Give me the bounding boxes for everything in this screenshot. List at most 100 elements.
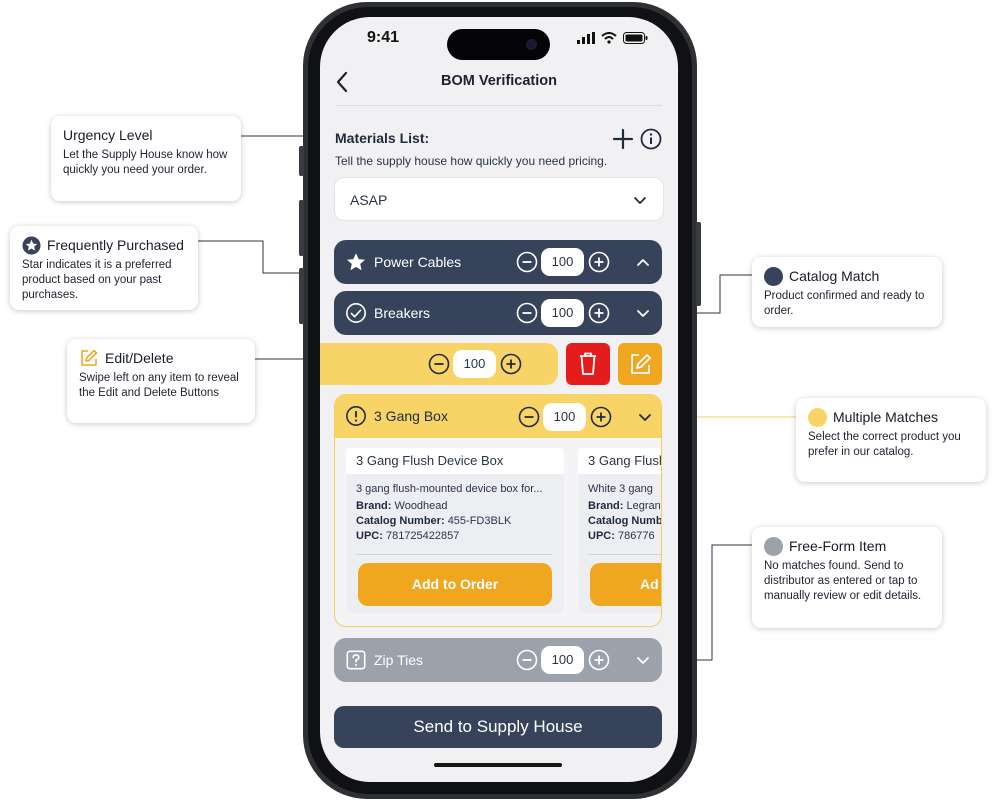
quantity-stepper: 100 [516,646,610,674]
callout-title: Edit/Delete [79,349,243,367]
chevron-down-icon[interactable] [636,306,650,320]
item-label: Zip Ties [374,652,424,668]
status-bar: 9:41 [320,17,678,65]
plus-circle-icon[interactable] [500,353,522,375]
product-name: 3 Gang Flush Device Box [346,448,564,474]
quantity-input[interactable]: 100 [543,403,586,431]
product-brand: Brand: Woodhead [356,500,448,512]
check-circle-icon [346,303,366,323]
item-row-breakers[interactable]: Breakers 100 [334,291,662,335]
navy-status-dot [764,266,783,286]
dynamic-island [447,29,550,60]
item-row-3-gang-box[interactable]: 3 Gang Box 100 [335,395,661,438]
item-row-power-cables[interactable]: Power Cables 100 [334,240,662,284]
callout-urgency-level: Urgency Level Let the Supply House know … [51,116,241,201]
callout-free-form-item: Free-Form Item No matches found. Send to… [752,527,942,628]
product-name: 3 Gang Flush [578,448,661,474]
minus-circle-icon[interactable] [428,353,450,375]
urgency-value: ASAP [350,192,388,208]
product-description: 3 gang flush-mounted device box for... [356,483,543,495]
question-square-icon [346,650,366,670]
callout-edit-delete: Edit/Delete Swipe left on any item to re… [67,339,255,423]
callout-description: No matches found. Send to distributor as… [764,560,922,602]
quantity-input[interactable]: 100 [541,248,584,276]
back-chevron-icon[interactable] [332,69,354,95]
send-to-supply-house-button[interactable]: Send to Supply House [334,706,662,748]
item-label: Breakers [374,305,431,321]
plus-circle-icon[interactable] [588,302,610,324]
phone-power-button [696,222,701,306]
quantity-stepper: 100 [518,403,612,431]
wifi-icon [601,32,617,44]
product-catalog-number: Catalog Numb [588,515,662,527]
minus-circle-icon[interactable] [516,649,538,671]
add-plus-icon[interactable] [611,127,635,151]
quantity-input[interactable]: 100 [453,350,496,378]
chevron-down-icon[interactable] [636,653,650,667]
star-icon [347,253,365,271]
minus-circle-icon[interactable] [516,302,538,324]
add-to-order-button[interactable]: Add to Order [358,563,552,606]
product-option-card[interactable]: 3 Gang Flush White 3 gang Brand: Legran … [578,448,662,614]
materials-subtitle: Tell the supply house how quickly you ne… [335,154,608,168]
callout-title: Multiple Matches [808,407,974,427]
product-description: White 3 gang [588,483,653,495]
phone-action-button [299,146,304,176]
yellow-status-dot [808,407,827,427]
divider [588,554,661,555]
phone-volume-down-button [299,268,304,324]
product-upc: UPC: 786776 [588,530,655,542]
callout-title: Free-Form Item [764,536,930,556]
callout-description: Star indicates it is a preferred product… [22,259,172,301]
callout-description: Swipe left on any item to reveal the Edi… [79,372,239,399]
status-icons [577,32,648,44]
callout-description: Product confirmed and ready to order. [764,290,925,317]
cellular-signal-icon [577,32,595,44]
quantity-input[interactable]: 100 [541,646,584,674]
callout-frequently-purchased: Frequently Purchased Star indicates it i… [10,226,198,310]
product-option-card[interactable]: 3 Gang Flush Device Box 3 gang flush-mou… [346,448,564,614]
battery-icon [623,32,648,44]
item-card-3-gang-box: 3 Gang Box 100 3 Gang Flush Device Box 3… [334,394,662,627]
home-indicator[interactable] [434,763,562,767]
callout-catalog-match: Catalog Match Product confirmed and read… [752,257,942,327]
item-row-swiped[interactable]: 100 [320,343,558,529]
minus-circle-icon[interactable] [518,406,540,428]
plus-circle-icon[interactable] [588,649,610,671]
camera-icon [526,39,537,50]
urgency-select[interactable]: ASAP [334,177,664,221]
callout-description: Let the Supply House know how quickly yo… [63,149,228,176]
gray-status-dot [764,536,783,556]
materials-list-title: Materials List: [335,130,430,146]
materials-header: Materials List: [335,127,665,151]
quantity-stepper: 100 [516,299,610,327]
edit-pencil-icon [631,354,651,374]
product-catalog-number: Catalog Number: 455-FD3BLK [356,515,512,527]
star-badge-icon [22,235,41,255]
product-upc: UPC: 781725422857 [356,530,460,542]
minus-circle-icon[interactable] [516,251,538,273]
quantity-input[interactable]: 100 [541,299,584,327]
info-icon[interactable] [639,127,663,151]
callout-title: Urgency Level [63,127,153,143]
plus-circle-icon[interactable] [588,251,610,273]
item-label: Power Cables [374,254,462,270]
status-time: 9:41 [367,29,400,46]
quantity-stepper: 100 [428,350,522,378]
item-label: 3 Gang Box [374,408,448,424]
phone-volume-up-button [299,200,304,256]
divider [356,554,552,555]
page-title: BOM Verification [440,73,558,89]
chevron-down-icon [634,197,646,204]
trash-icon [580,352,596,375]
phone-screen: 9:41 BOM Verification Materials List: Te… [320,17,678,782]
divider [336,105,662,106]
delete-button[interactable] [566,343,610,385]
add-to-order-button[interactable]: Ad [590,563,661,606]
item-row-zip-ties[interactable]: Zip Ties 100 [334,638,662,682]
callout-title: Catalog Match [764,266,930,286]
plus-circle-icon[interactable] [590,406,612,428]
edit-button[interactable] [618,343,662,385]
chevron-down-icon[interactable] [638,410,652,424]
chevron-up-icon[interactable] [636,255,650,269]
